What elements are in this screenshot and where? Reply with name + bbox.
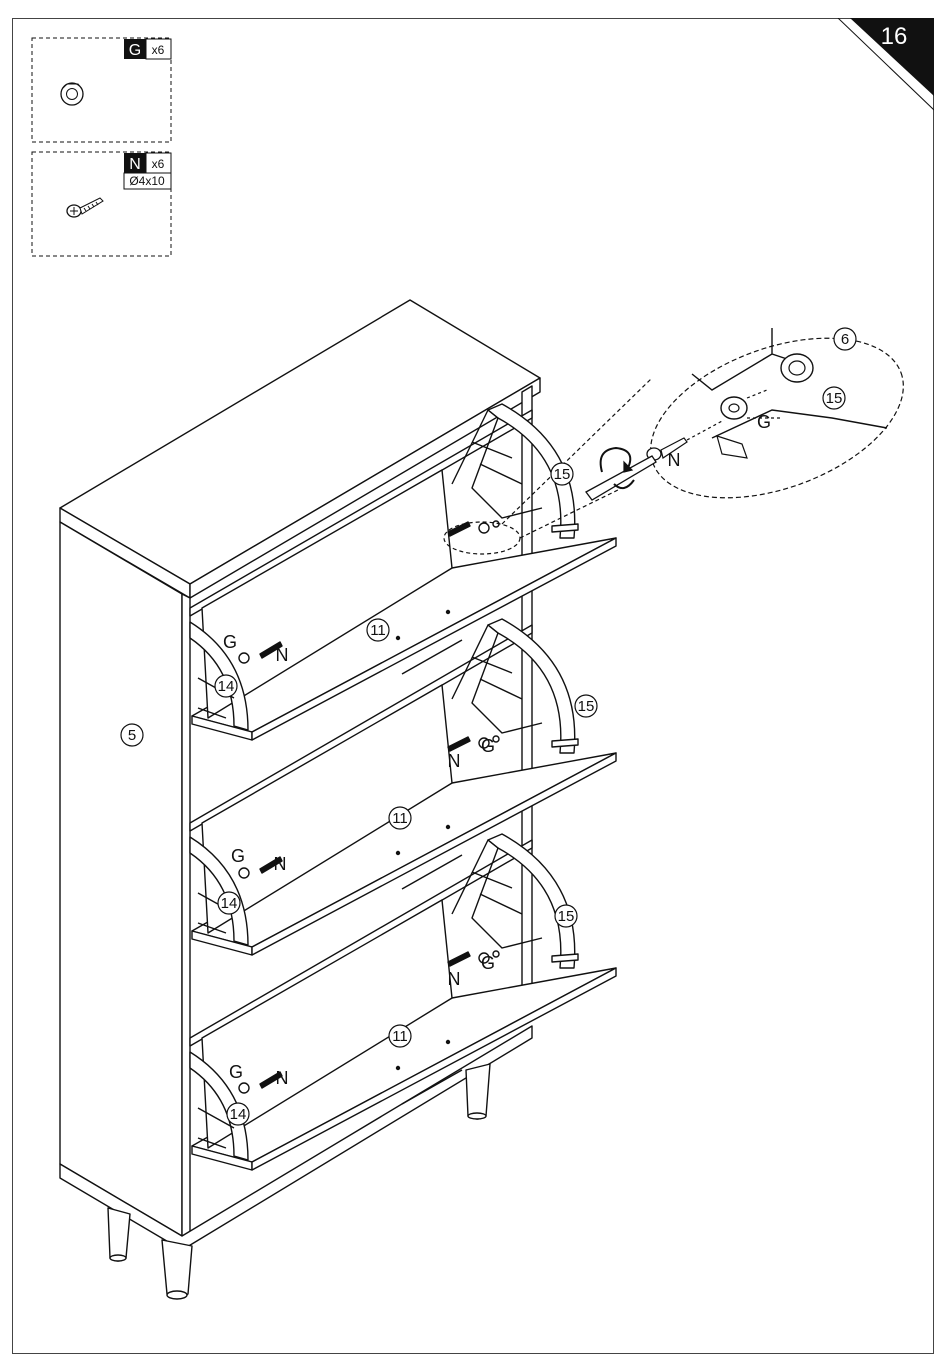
side-panel-left [60, 522, 182, 1236]
part-label-11-a: 11 [367, 619, 389, 641]
part-label-11-a-text: 11 [370, 622, 386, 639]
part-label-15-detail: 15 [823, 387, 845, 409]
letter-g-5: G [229, 1062, 243, 1082]
part-label-14-a-text: 14 [218, 678, 235, 695]
hardware-box-n: N x6 Ø4x10 [32, 152, 171, 256]
letter-n-detail: N [668, 450, 681, 470]
part-label-15-a-text: 15 [554, 466, 571, 483]
part-label-6: 6 [834, 328, 856, 350]
part-label-11-c: 11 [389, 1025, 411, 1047]
part-label-14-c-text: 14 [230, 1106, 247, 1123]
part-label-15-detail-text: 15 [826, 390, 843, 407]
part-label-15-b: 15 [575, 695, 597, 717]
letter-n-1: N [276, 645, 289, 665]
letter-g-detail: G [757, 412, 771, 432]
leg-front-right [162, 1240, 192, 1299]
part-label-14-b-text: 14 [221, 895, 238, 912]
letter-g-2: G [481, 736, 495, 756]
hardware-code-g: G [129, 42, 141, 59]
part-label-5: 5 [121, 724, 143, 746]
leg-back-right [466, 1064, 490, 1119]
part-label-11-b-text: 11 [392, 810, 408, 827]
screw-icon [67, 198, 103, 217]
top-panel [60, 300, 540, 584]
part-label-11-b: 11 [389, 807, 411, 829]
part-label-15-b-text: 15 [578, 698, 595, 715]
letter-g-1: G [223, 632, 237, 652]
hardware-qty-g: x6 [152, 43, 165, 57]
part-label-14-b: 14 [218, 892, 240, 914]
part-label-15-c-text: 15 [558, 908, 575, 925]
instruction-page: 16 G x6 N x6 Ø4x10 [12, 18, 934, 1354]
part-label-6-text: 6 [841, 331, 849, 348]
letter-g-3: G [231, 846, 245, 866]
letter-n-3: N [274, 854, 287, 874]
hardware-box-g: G x6 [32, 38, 171, 142]
part-label-15-c: 15 [555, 905, 577, 927]
part-label-14-a: 14 [215, 675, 237, 697]
step-number: 16 [881, 23, 908, 50]
part-label-15-a: 15 [551, 463, 573, 485]
letter-n-5: N [276, 1068, 289, 1088]
letter-g-4: G [481, 953, 495, 973]
leg-front-left [108, 1208, 130, 1261]
step-badge: 16 [838, 18, 934, 110]
hardware-spec-n: Ø4x10 [129, 174, 165, 188]
part-label-14-c: 14 [227, 1103, 249, 1125]
hardware-qty-n: x6 [152, 157, 165, 171]
letter-n-4: N [448, 969, 461, 989]
cam-bushing-icon [61, 83, 83, 105]
letter-n-2: N [448, 751, 461, 771]
hardware-code-n: N [129, 156, 141, 173]
part-label-5-text: 5 [128, 727, 136, 744]
part-label-11-c-text: 11 [392, 1028, 408, 1045]
